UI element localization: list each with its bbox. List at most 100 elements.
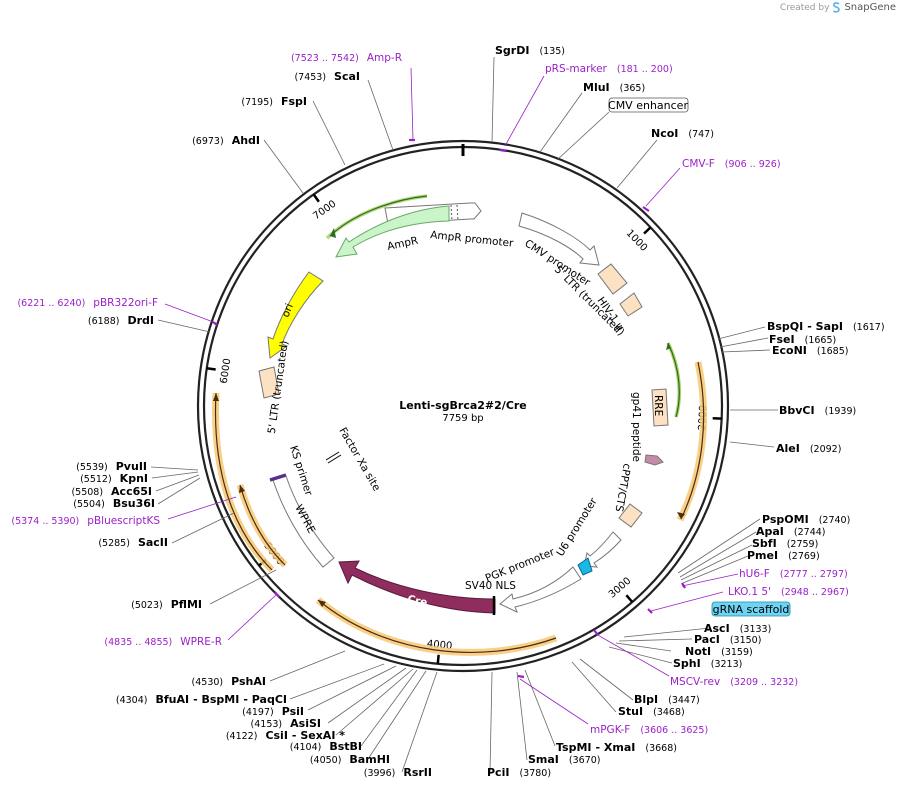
feature-pgk-promoter[interactable] [499,566,582,613]
primer-mscv-rev: MSCV-rev [670,676,720,688]
svg-text:TspMI- XmaI(3668): TspMI- XmaI(3668) [556,741,677,754]
svg-text:BspQI- SapI(1617): BspQI- SapI(1617) [767,320,885,333]
primer-mpgk-f: mPGK-F [590,724,630,736]
enzyme-pcii: PciI [487,766,509,779]
primer-pbluescriptks: pBluescriptKS [87,515,160,527]
primer-connectors [164,67,739,725]
svg-text:StuI(3468): StuI(3468) [618,705,685,718]
feature-psi-box[interactable] [619,292,643,317]
svg-text:pRS-marker(181 .. 200): pRS-marker(181 .. 200) [545,63,673,75]
enzyme-bspqi: BspQI [767,320,803,333]
enzyme-asci: AscI [704,622,730,635]
label-pgk: PGK promoter [484,546,557,585]
svg-text:SbfI(2759): SbfI(2759) [752,537,818,550]
feature-gRNA-arrow[interactable] [577,557,593,576]
tick-mark [312,193,320,203]
svg-text:(4835 .. 4855)WPRE-R: (4835 .. 4855)WPRE-R [104,636,222,648]
svg-text:(4530)PshAI: (4530)PshAI [192,675,266,688]
enzyme-apai: ApaI [756,525,784,538]
feature-amp-orf-highlight [325,194,428,240]
enzyme-stui: StuI [618,705,643,718]
enzyme-alei: AleI [776,442,800,455]
svg-text:BbvCI(1939): BbvCI(1939) [779,404,856,417]
label-rre: RRE [652,395,664,416]
svg-text:PspOMI(2740): PspOMI(2740) [762,513,850,526]
enzyme-bstbi: BstBI [329,740,362,753]
svg-text:(4197)PsiI: (4197)PsiI [242,705,304,718]
feature-ltr3-box[interactable] [258,366,280,399]
feature-gp41-mark[interactable] [644,454,664,466]
svg-text:SphI(3213): SphI(3213) [673,657,742,670]
primer-hu6-f: hU6-F [739,568,770,580]
feature-ltr5-box[interactable] [597,263,628,295]
tick-label: 7000 [311,198,338,222]
tick-mark [643,226,652,235]
label-u6: U6 promoter [554,495,600,558]
enzyme-ncoi: NcoI [651,127,678,140]
enzyme-pshai: PshAI [231,675,266,688]
svg-text:(6221 .. 6240)pBR322ori-F: (6221 .. 6240)pBR322ori-F [17,297,158,309]
enzyme-bbvci: BbvCI [779,404,815,417]
svg-text:(5285)SacII: (5285)SacII [98,536,168,549]
svg-text:(5508)Acc65I: (5508)Acc65I [71,485,152,498]
enzyme-fsei: FseI [769,333,795,346]
enzyme-blpi: BlpI [634,693,658,706]
enzyme-scai: ScaI [334,70,360,83]
outer-orf-left-a [212,392,275,573]
cmv-enhancer-tag[interactable]: CMV enhancer [608,97,688,113]
svg-text:AscI(3133): AscI(3133) [704,622,771,635]
enzyme-sbfi: SbfI [752,537,777,550]
feature-cre[interactable] [338,560,496,615]
feature-ori[interactable] [267,271,324,359]
label-sv40-nls: SV40 NLS [465,580,516,592]
feature-rre-box[interactable] [651,388,669,427]
svg-text:AleI(2092): AleI(2092) [776,442,841,455]
feature-cmv-promoter[interactable] [518,212,600,266]
cmv-enhancer-label: CMV enhancer [608,99,688,112]
tick-label: 3000 [607,576,633,601]
grna-scaffold-label: gRNA scaffold [713,603,790,616]
enzyme-pvuii: PvuII [116,460,147,473]
grna-scaffold-tag[interactable]: gRNA scaffold [711,601,791,617]
feature-factor-xa-mark [325,451,342,464]
svg-text:(7453)ScaI: (7453)ScaI [294,70,360,83]
plasmid-name: Lenti-sgBrca2#2/Cre [399,399,527,412]
enzyme-sphi: SphI [673,657,701,670]
enzyme-paci: PacI [694,633,720,646]
label-ampr-promoter: AmpR promoter [430,229,515,250]
label-cre: Cre [406,593,428,609]
svg-text:PmeI(2769): PmeI(2769) [747,549,820,562]
svg-text:BlpI(3447): BlpI(3447) [634,693,700,706]
feature-cppt-box[interactable] [618,503,643,528]
label-gp41: gp41 peptide [630,392,642,462]
svg-text:PciI(3780): PciI(3780) [487,766,551,779]
svg-text:CMV-F(906 .. 926): CMV-F(906 .. 926) [682,158,781,170]
outer-orf-right [676,361,708,522]
feature-ks-primer-mark [269,473,287,482]
primer-marks [212,138,686,679]
snapgene-credit: Created by SnapGene [780,2,896,13]
enzyme-tspmi: TspMI [556,741,592,754]
feature-ampr[interactable] [333,203,450,258]
enzyme-fspi: FspI [281,95,307,108]
enzyme-drdi: DrdI [127,314,154,327]
svg-text:NcoI(747): NcoI(747) [651,127,714,140]
label-ampr: AmpR [386,235,419,253]
enzyme-pspomi: PspOMI [762,513,809,526]
svg-text:ApaI(2744): ApaI(2744) [756,525,826,538]
enzyme-bsu36i: Bsu36I [113,497,155,510]
enzyme-acc65i: Acc65I [111,485,152,498]
svg-text:(4050)BamHI: (4050)BamHI [310,753,390,766]
enzyme-rsrii: RsrII [403,766,432,779]
svg-text:MluI(365): MluI(365) [583,81,645,94]
tick-label: 6000 [219,358,234,385]
enzyme-noti: NotI [685,645,711,658]
primer-pbr322ori-f: pBR322ori-F [93,297,158,309]
svg-text:(5023)PflMI: (5023)PflMI [131,598,202,611]
label-connectors [150,56,778,773]
enzyme-bamhi: BamHI [349,753,390,766]
enzyme-econi: EcoNI [772,344,807,357]
svg-text:(4104)BstBI: (4104)BstBI [290,740,362,753]
plasmid-size: 7759 bp [442,413,483,424]
